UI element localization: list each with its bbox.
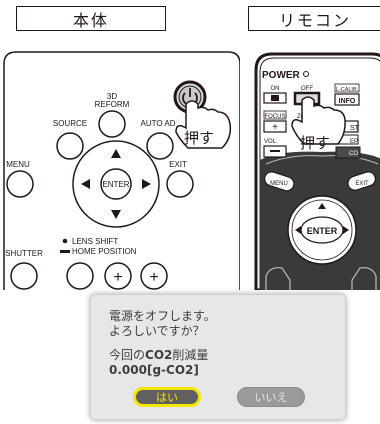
remote-enter-label: ENTER bbox=[307, 226, 338, 236]
co2-value: 0.000[g-CO2] bbox=[109, 363, 199, 377]
co2-label: 今回のCO2削減量 bbox=[109, 348, 209, 362]
remote-arrow-left-icon[interactable] bbox=[295, 226, 301, 234]
eco-button[interactable] bbox=[335, 146, 361, 159]
lens-shift-button-1[interactable] bbox=[66, 262, 94, 290]
source-button[interactable] bbox=[56, 132, 84, 160]
reform-label: 3D bbox=[107, 92, 117, 101]
plus-icon: + bbox=[113, 269, 122, 286]
remote-menu-label: MENU bbox=[270, 181, 288, 187]
lens-shift-label: LENS SHIFT bbox=[72, 237, 118, 246]
co2-info: 今回のCO2削減量 0.000[g-CO2] bbox=[109, 348, 208, 378]
press-label: 押す bbox=[184, 130, 214, 147]
on-label: ON bbox=[271, 86, 280, 92]
exit-button[interactable] bbox=[166, 170, 194, 198]
lcalib-label-box bbox=[334, 83, 360, 93]
hand-pointer-icon-remote bbox=[291, 96, 346, 145]
menu-button[interactable] bbox=[6, 170, 34, 198]
info-label: INFO bbox=[339, 98, 356, 105]
dialog-line-1: 電源をオフします。 bbox=[109, 309, 216, 323]
main-unit-label: 本体 bbox=[16, 6, 166, 31]
power-label: POWER bbox=[262, 70, 301, 81]
remote-arrow-up-icon[interactable] bbox=[318, 203, 326, 209]
power-off-dialog: 電源をオフします。 よろしいですか？ 今回のCO2削減量 0.000[g-CO2… bbox=[90, 294, 346, 420]
focus-label: FOCUS bbox=[265, 114, 286, 120]
reform-label-2: REFORM bbox=[95, 100, 130, 109]
focus-plus-button[interactable] bbox=[263, 120, 287, 133]
eco-label: CO bbox=[349, 151, 358, 157]
enter-label: ENTER bbox=[102, 180, 129, 189]
yes-button[interactable]: はい bbox=[133, 387, 201, 407]
remote-label: リモコン bbox=[248, 6, 380, 31]
ep-label: EP bbox=[350, 139, 358, 145]
info-button[interactable] bbox=[334, 93, 360, 106]
remote-enter-button[interactable] bbox=[300, 216, 344, 244]
dialog-line-2: よろしいですか？ bbox=[109, 324, 205, 338]
shutter-label: SHUTTER bbox=[5, 249, 43, 258]
remote-control: POWER ON OFF L-CALIB. INFO FOCUS + ZC ST… bbox=[254, 52, 380, 290]
hand-pointer-icon bbox=[175, 100, 232, 149]
arrow-left-icon[interactable] bbox=[81, 179, 90, 189]
exit-label: EXIT bbox=[169, 160, 187, 169]
dialog-message: 電源をオフします。 よろしいですか？ bbox=[109, 309, 216, 339]
lens-shift-button-3[interactable] bbox=[140, 262, 168, 290]
auto-adj-button[interactable] bbox=[146, 132, 174, 160]
enter-button[interactable] bbox=[100, 168, 132, 200]
no-button[interactable]: いいえ bbox=[237, 387, 305, 407]
st-label: ST bbox=[350, 125, 360, 132]
focus-label-box bbox=[263, 110, 287, 120]
arrow-down-icon[interactable] bbox=[111, 210, 121, 219]
press-label-remote: 押す bbox=[300, 135, 330, 152]
auto-adj-label: AUTO AD bbox=[141, 119, 176, 128]
plus-icon-remote: + bbox=[272, 122, 278, 133]
lcalib-label: L-CALIB. bbox=[336, 87, 359, 93]
remote-exit-label: EXIT bbox=[355, 181, 369, 187]
lens-shift-dot bbox=[62, 238, 68, 244]
minus-icon bbox=[270, 150, 280, 152]
home-position-label: HOME POSITION bbox=[72, 247, 137, 256]
vol-label: VOL. bbox=[264, 139, 278, 145]
projector-control-panel: 3D REFORM SOURCE AUTO AD 押す MENU EXIT EN… bbox=[3, 51, 240, 290]
source-label: SOURCE bbox=[53, 119, 87, 128]
arrow-up-icon[interactable] bbox=[111, 149, 121, 158]
remote-exit-button[interactable] bbox=[346, 170, 377, 192]
remote-menu-button[interactable] bbox=[263, 170, 296, 193]
plus-icon-2: + bbox=[149, 269, 158, 286]
home-position-bar bbox=[60, 250, 70, 253]
lens-shift-button-2[interactable] bbox=[104, 262, 132, 290]
3d-reform-button[interactable] bbox=[98, 110, 126, 138]
off-indicator bbox=[303, 71, 309, 77]
shutter-button[interactable] bbox=[10, 262, 38, 290]
remote-arrow-right-icon[interactable] bbox=[343, 226, 349, 234]
off-label: OFF bbox=[301, 86, 313, 92]
arrow-right-icon[interactable] bbox=[142, 179, 151, 189]
menu-label: MENU bbox=[6, 160, 30, 169]
